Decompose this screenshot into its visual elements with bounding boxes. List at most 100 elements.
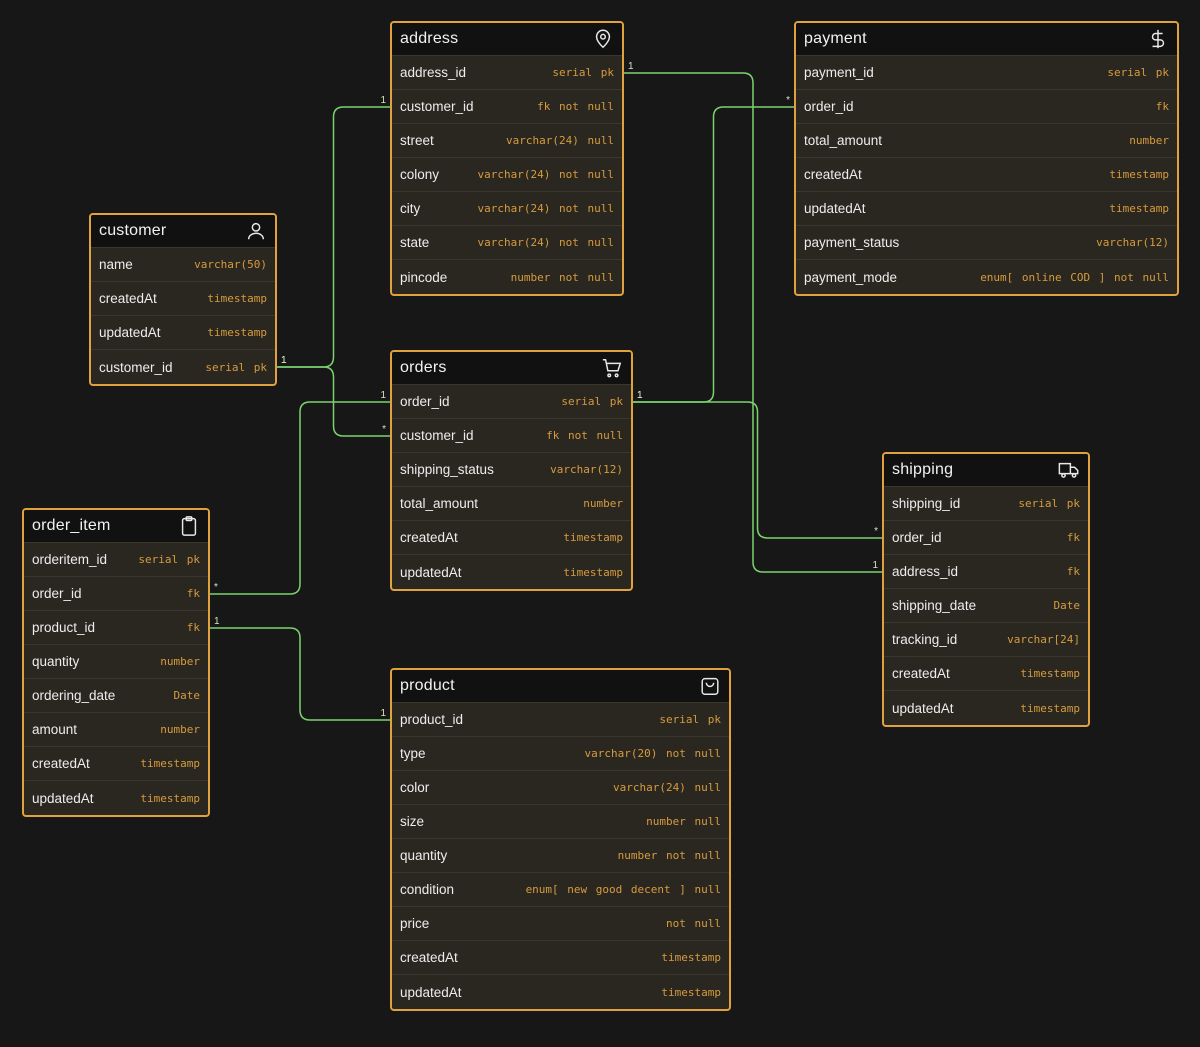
field-name: color	[400, 780, 430, 795]
field-name: shipping_date	[892, 598, 977, 613]
entity-header[interactable]: order_item	[24, 510, 208, 543]
field-row[interactable]: shipping_date Date	[884, 589, 1088, 623]
field-name: shipping_status	[400, 462, 494, 477]
field-type: serial pk	[205, 360, 267, 374]
entity-header[interactable]: customer	[91, 215, 275, 248]
field-name: payment_id	[804, 65, 874, 80]
entity-header[interactable]: payment	[796, 23, 1177, 56]
field-name: payment_status	[804, 235, 900, 250]
field-type: timestamp	[661, 951, 721, 964]
field-type: number	[160, 723, 200, 736]
entity-header[interactable]: product	[392, 670, 729, 703]
cardinality-label: *	[382, 424, 386, 435]
field-type: timestamp	[207, 292, 267, 305]
field-type: varchar(24) not null	[477, 168, 614, 181]
entity-title: order_item	[32, 517, 111, 534]
field-name: address_id	[892, 564, 959, 579]
field-type: fk	[1066, 531, 1080, 544]
field-name: name	[99, 257, 133, 272]
field-row[interactable]: address_id fk	[884, 555, 1088, 589]
field-type: number not null	[510, 270, 614, 284]
field-name: price	[400, 916, 430, 931]
field-name: customer_id	[400, 428, 474, 443]
clipboard-icon	[178, 515, 200, 537]
field-row[interactable]: orderitem_id serial pk	[24, 543, 208, 577]
field-name: orderitem_id	[32, 552, 108, 567]
field-type: serial pk	[1107, 66, 1169, 79]
cardinality-label: 1	[628, 61, 634, 72]
relation-line-5	[210, 401, 390, 595]
field-type: varchar(24) null	[506, 134, 614, 147]
field-name: address_id	[400, 65, 467, 80]
field-type: timestamp	[1020, 667, 1080, 680]
entity-order-item[interactable]: order_item orderitem_id serial pk order_i…	[22, 508, 210, 817]
field-type: fk	[186, 587, 200, 600]
field-name: quantity	[400, 848, 448, 863]
field-name: ordering_date	[32, 688, 116, 703]
field-type: fk	[1066, 565, 1080, 578]
entity-header[interactable]: orders	[392, 352, 631, 385]
entity-title: product	[400, 677, 455, 694]
field-name: updatedAt	[400, 564, 462, 580]
field-type: varchar(24) not null	[477, 202, 614, 215]
field-type: serial pk	[138, 553, 200, 566]
entity-title: orders	[400, 359, 447, 376]
field-row[interactable]: payment_id serial pk	[796, 56, 1177, 90]
entity-header[interactable]: shipping	[884, 454, 1088, 487]
entity-header[interactable]: address	[392, 23, 622, 56]
entity-title: address	[400, 30, 459, 47]
shopping-bag-icon	[699, 675, 721, 697]
field-type: Date	[1053, 599, 1081, 612]
